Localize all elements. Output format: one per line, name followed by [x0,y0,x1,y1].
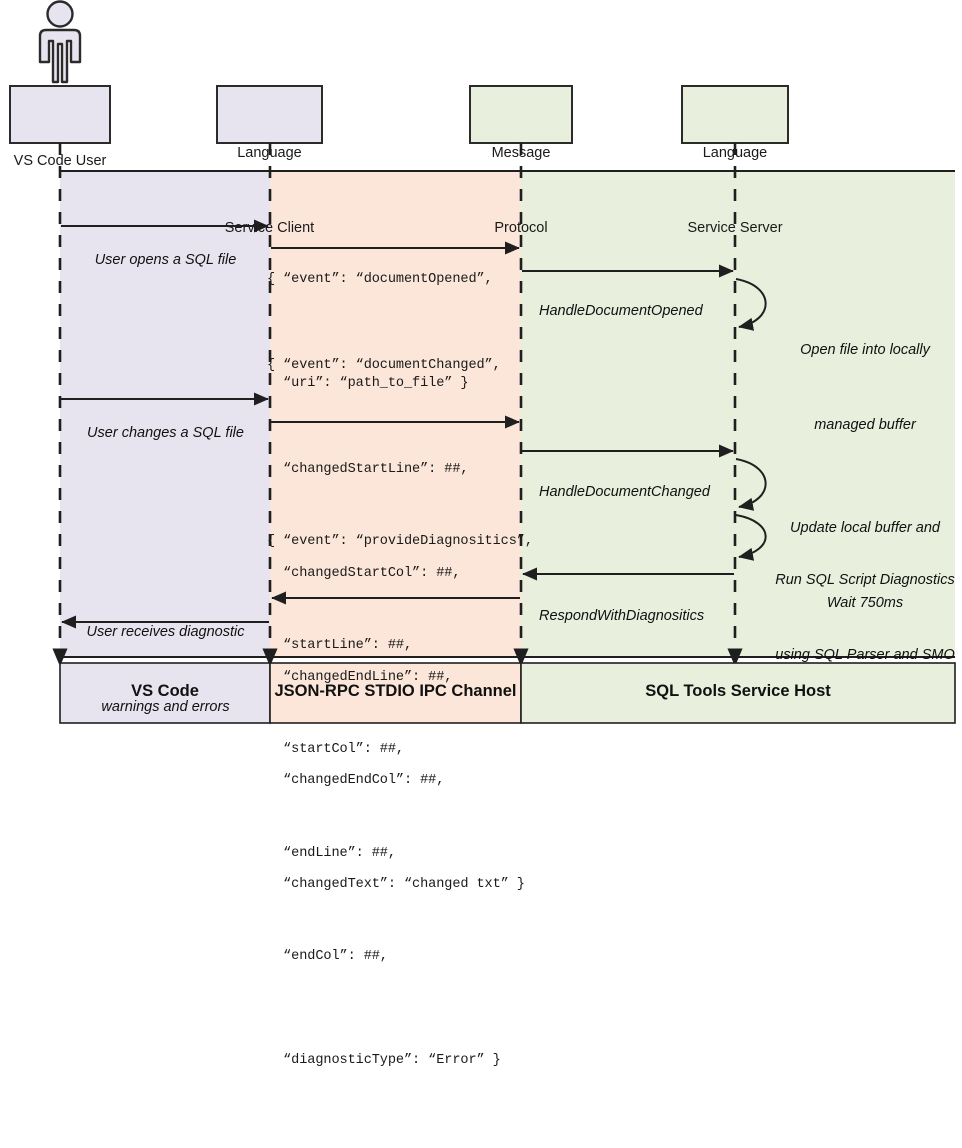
self-note-open-file: Open file into locally managed buffer [770,288,960,488]
self-note-run-diagnostics: Run SQL Script Diagnostics using SQL Par… [766,518,962,718]
zone-band-green [521,171,955,657]
stick-figure-actor [38,0,82,84]
message-label-handle-document-changed: HandleDocumentChanged [539,430,710,555]
footer-label-json-rpc: JSON-RPC STDIO IPC Channel [274,682,517,700]
payload-line: “startCol”: ##, [267,741,404,757]
participant-boxes [9,85,789,144]
zone-bands [60,170,955,658]
participant-label-vs-code-user: VS Code User [10,99,110,224]
payload-document-opened: { “event”: “documentOpened”, “uri”: “pat… [267,194,493,471]
footer-label-vs-code: VS Code [131,682,199,700]
participant-label-line: Language [237,145,302,161]
payload-provide-diagnositics: { “event”: “provideDiagnositics”, “start… [267,456,533,1148]
message-label-line: HandleDocumentOpened [539,303,703,319]
participant-label-line: Service Client [224,220,315,236]
payload-line: “startLine”: ##, [267,637,413,653]
footer-bands [59,662,956,724]
self-note-line: Open file into locally [800,342,930,358]
self-note-line: Update local buffer and [790,520,940,536]
message-label-line: User opens a SQL file [94,252,237,268]
message-label-user-receives-diagnostics: User receives diagnostic warnings and er… [63,570,268,770]
participant-box-vs-code-user[interactable] [9,85,111,144]
participant-box-language-service-client[interactable] [216,85,323,144]
message-arrows [61,219,734,629]
message-label-line: User changes a SQL file [87,425,244,441]
participant-label-line: Protocol [494,220,548,236]
message-label-line: HandleDocumentChanged [539,484,710,500]
message-label-respond-with-diagnositics: RespondWithDiagnositics [539,554,704,679]
payload-line: “changedStartLine”: ##, [267,461,469,477]
self-note-line: using SQL Parser and SMO [775,647,955,663]
footer-band-vs-code [59,662,271,724]
footer-band-sql-tools-service [520,662,956,724]
self-note-update-buffer: Update local buffer and Wait 750ms [770,466,960,666]
lifelines [52,143,743,667]
self-loop-open-file [735,278,767,331]
message-label-user-opens-sql-file: User opens a SQL file [63,198,268,323]
payload-line: { “event”: “provideDiagnositics”, [267,534,533,550]
payload-line: “endLine”: ##, [267,845,396,861]
self-loop-update-buffer [735,458,767,511]
self-loop-arrows [735,278,767,561]
zone-band-peach [270,171,521,657]
payload-line: “diagnosticType”: “Error” } [267,1053,501,1069]
participant-box-message-protocol[interactable] [469,85,573,144]
payload-line: “uri”: “path_to_file” } [267,375,469,391]
payload-line: { “event”: “documentChanged”, [267,358,501,374]
participant-label-language-service-server: Language Service Server [682,91,788,291]
message-label-line: User receives diagnostic [86,624,245,640]
self-note-line: managed buffer [814,417,916,433]
message-label-handle-document-opened: HandleDocumentOpened [539,249,703,374]
message-label-user-changes-sql-file: User changes a SQL file [63,371,268,496]
participant-label-line: Service Server [687,220,783,236]
payload-line: “changedEndLine”: ##, [267,669,453,685]
payload-line: “changedStartCol”: ##, [267,565,461,581]
payload-line: “endCol”: ##, [267,949,388,965]
message-label-line: RespondWithDiagnositics [539,608,705,624]
participant-label-language-service-client: Language Service Client [217,91,322,291]
sequence-diagram: VS Code User Language Service Client Mes… [9,0,962,1068]
self-note-line: Wait 750ms [826,595,904,611]
self-note-line: Run SQL Script Diagnostics [775,572,955,588]
participant-label-line: Message [491,145,551,161]
payload-line: { “event”: “documentOpened”, [267,272,493,288]
diagram-graphics [9,0,956,724]
participant-label-line: Language [702,145,768,161]
footer-band-json-rpc [269,662,522,724]
zone-band-lavender [60,171,270,657]
footer-label-sql-tools-service: SQL Tools Service Host [645,682,831,700]
self-loop-run-diagnostics [735,514,767,561]
participant-label-message-protocol: Message Protocol [470,91,572,291]
message-label-line: warnings and errors [101,699,230,715]
participant-label-line: VS Code User [13,153,107,169]
participant-box-language-service-server[interactable] [681,85,789,144]
